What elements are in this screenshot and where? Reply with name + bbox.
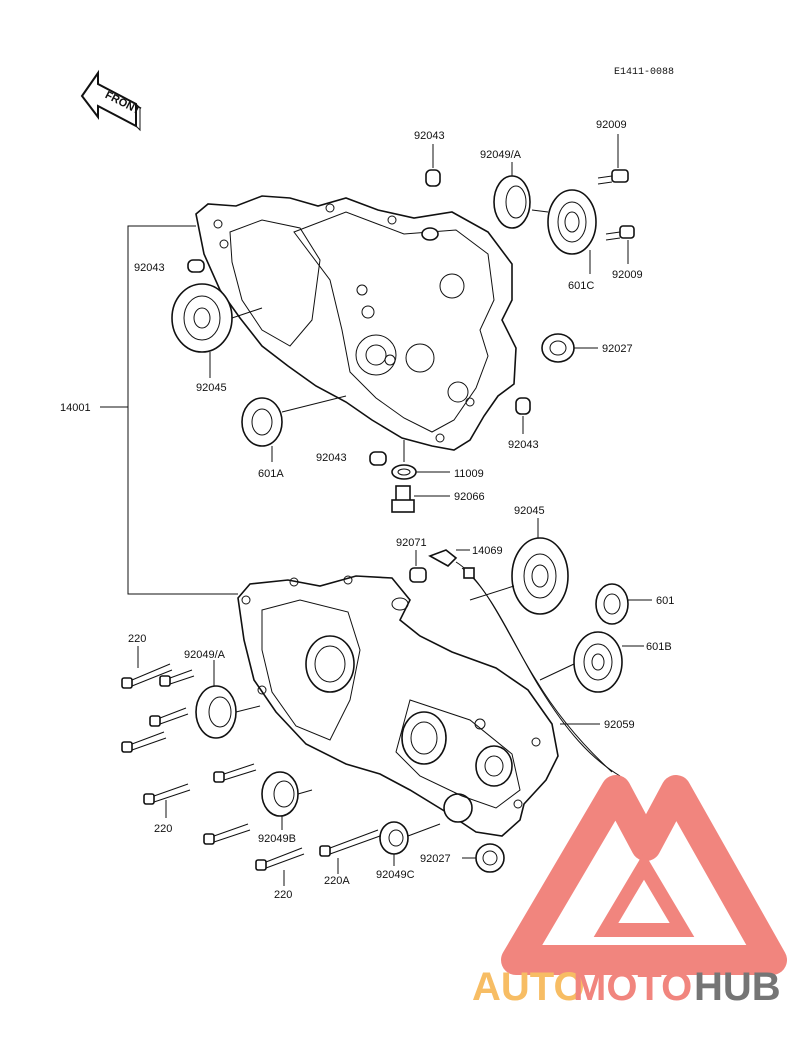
label-220-top: 220 [128,633,146,645]
bolt-220 [121,663,173,689]
dowel-pin-top [425,144,441,187]
bolt-220a [319,829,381,857]
label-92009-top: 92009 [596,119,627,131]
watermark-text-moto: MOTO [573,965,692,1009]
gasket-11009 [391,464,450,480]
collar-92027-bottom [462,843,505,873]
bolt-220 [213,763,257,783]
oil-seal-top [493,162,531,229]
bearing-601 [595,583,652,625]
bolt-92009-right [605,225,635,264]
front-arrow: FRONT [80,69,143,132]
bolt-220 [159,669,195,687]
label-92049a-left: 92049/A [184,649,226,661]
label-92027-bottom: 92027 [420,853,451,865]
bolt-220 [121,731,167,753]
label-220-bottom: 220 [274,889,292,901]
label-92009-right: 92009 [612,269,643,281]
lower-crankcase [237,575,559,837]
label-220-mid: 220 [154,823,172,835]
label-92045-left: 92045 [196,382,227,394]
automotohub-watermark: AUTO MOTO HUB [472,775,787,1009]
bearing-601a [241,397,283,462]
watermark-logo-icon [501,775,787,975]
label-92049c: 92049C [376,869,415,881]
bearing-601c [547,189,597,274]
leader-lines [231,209,575,837]
bolt-220 [149,707,189,727]
bearing-601b [573,631,644,693]
bolt-220 [255,847,305,871]
oil-seal-92049b [261,771,299,830]
bearing-92045-left [171,283,233,378]
dowel-pin-left [187,259,205,273]
label-220a: 220A [324,875,350,887]
oil-seal-92049a-left [195,660,237,739]
label-601a: 601A [258,468,284,480]
diagram-code: E1411-0088 [614,67,674,78]
label-92043-bottom: 92043 [316,452,347,464]
oil-seal-92049c [379,821,409,866]
bolt-220 [203,823,251,845]
bolts-220 [121,646,381,886]
label-92027-top: 92027 [602,343,633,355]
breather-hose-14069 [428,549,470,567]
bolt-92009-top [597,134,629,185]
label-92045-right: 92045 [514,505,545,517]
label-92043-top: 92043 [414,130,445,142]
label-601: 601 [656,595,674,607]
collar-92027-top [541,333,598,363]
label-601b: 601B [646,641,672,653]
label-92043-left: 92043 [134,262,165,274]
upper-crankcase [195,195,517,451]
label-92049b: 92049B [258,833,296,845]
label-92071: 92071 [396,537,427,549]
label-14001: 14001 [60,402,91,414]
label-601c: 601C [568,280,594,292]
label-92043-right: 92043 [508,439,539,451]
bolt-220 [143,783,191,805]
breather-tube-92059 [455,561,621,777]
drain-plug-92066 [391,485,450,513]
fitting-92071 [409,550,427,583]
bearing-92045-right [511,518,569,615]
watermark-text-auto: AUTO [472,965,585,1009]
label-11009: 11009 [454,468,484,480]
watermark-text-hub: HUB [694,965,781,1009]
label-14069: 14069 [472,545,503,557]
dowel-pin-right [515,397,531,434]
dowel-pin-bottom [369,451,387,466]
label-92059: 92059 [604,719,635,731]
case-assembly-bracket [100,225,238,595]
part-labels: 14001 92043 92049/A 92009 92043 92045 60… [60,119,674,901]
label-92049a-top: 92049/A [480,149,522,161]
label-92066: 92066 [454,491,485,503]
